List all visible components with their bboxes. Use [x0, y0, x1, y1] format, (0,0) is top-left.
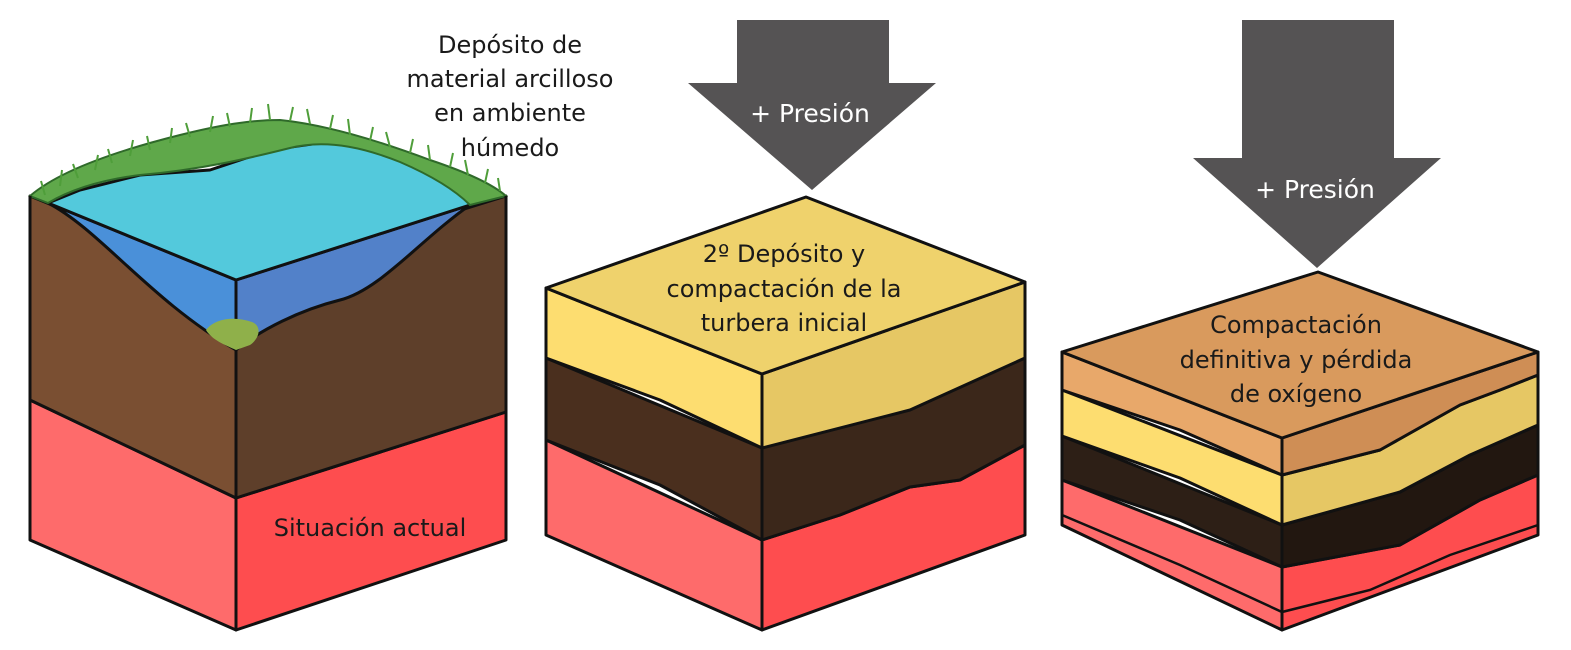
- stage-3-caption-line-2: definitiva y pérdida: [1180, 346, 1413, 374]
- stage-3-coal-front: [1060, 434, 1284, 569]
- pressure-arrow-icon: [1193, 20, 1441, 268]
- stage-1-water-side: [234, 203, 472, 352]
- stage-2-peat-front: [544, 356, 764, 542]
- stage-2-peat-side: [760, 356, 1027, 542]
- stage-2-arrow: + Presión: [688, 20, 936, 190]
- stage-2-caption-line-2: compactación de la: [667, 275, 902, 303]
- stage-2-caption-line-1: 2º Depósito y: [703, 240, 865, 268]
- stage-3-block: [1060, 270, 1540, 632]
- stage-3-orange-side: [1280, 350, 1540, 477]
- stage-2-arrow-label: + Presión: [750, 99, 870, 128]
- stage-3-sand-front: [1060, 388, 1284, 527]
- pressure-arrow-icon: [688, 20, 936, 190]
- stage-1-caption-line-4: húmedo: [461, 134, 559, 162]
- stage-2-caption: 2º Depósito y compactación de la turbera…: [667, 240, 902, 337]
- stage-1-bottom-label: Situación actual: [274, 514, 467, 542]
- stage-1-grass-rim: [28, 118, 509, 207]
- stage-2-caption-line-3: turbera inicial: [701, 309, 867, 337]
- stage-2-block: [544, 195, 1027, 632]
- stage-3-arrow: + Presión: [1193, 20, 1441, 268]
- stage-1-grass-blades: [40, 103, 501, 196]
- stage-3-caption-line-3: de oxígeno: [1230, 380, 1362, 408]
- stage-3-orange-top: [1060, 270, 1540, 440]
- stage-1-caption-line-2: material arcilloso: [407, 65, 614, 93]
- stage-1-caption: Depósito de material arcilloso en ambien…: [407, 31, 614, 162]
- stage-3-caption-line-1: Compactación: [1210, 311, 1382, 339]
- stage-2-sand-top: [544, 195, 1027, 376]
- stage-3-caption: Compactación definitiva y pérdida de oxí…: [1180, 311, 1413, 408]
- stage-1-grass-tuft: [206, 318, 259, 350]
- stage-1-block: [28, 103, 509, 632]
- stage-1-caption-line-3: en ambiente: [434, 99, 586, 127]
- stage-3-arrow-label: + Presión: [1255, 175, 1375, 204]
- stage-3-clay-seam: [1061, 513, 1539, 614]
- stage-1-caption-line-1: Depósito de: [438, 31, 582, 59]
